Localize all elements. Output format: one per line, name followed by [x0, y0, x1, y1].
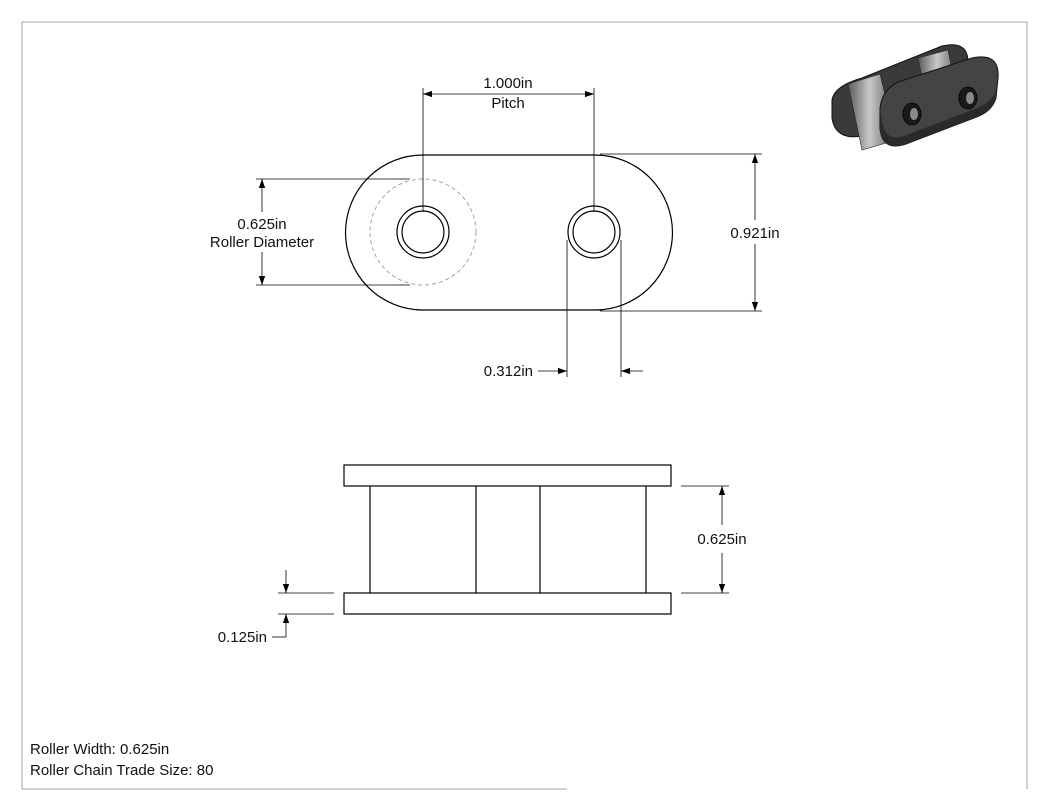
roller-hidden-circle	[369, 178, 477, 286]
plate-thickness-value: 0.125in	[218, 629, 267, 646]
top-view: 1.000in Pitch 0.625in Roller Diameter 0.…	[210, 75, 780, 380]
bottom-side-plate	[343, 592, 672, 615]
trade-size-note: Roller Chain Trade Size: 80	[30, 762, 213, 779]
link-plate-outline	[344, 154, 674, 311]
left-pin-hole	[396, 205, 450, 259]
pitch-dimension: 1.000in Pitch	[422, 75, 595, 212]
plate-height-value: 0.921in	[730, 225, 779, 242]
pitch-value: 1.000in	[483, 75, 532, 92]
top-side-plate	[343, 464, 672, 487]
sheet-border	[21, 21, 1028, 790]
inner-width-dimension: 0.625in	[681, 485, 747, 594]
notes: Roller Width: 0.625in Roller Chain Trade…	[30, 741, 213, 779]
roller-width-note: Roller Width: 0.625in	[30, 741, 169, 758]
roller-diameter-dimension: 0.625in Roller Diameter	[210, 178, 410, 286]
inner-width-value: 0.625in	[697, 531, 746, 548]
roller-chain-link-3d-icon	[831, 44, 999, 151]
plate-height-dimension: 0.921in	[600, 153, 780, 312]
side-view: 0.625in 0.125in	[218, 464, 747, 646]
pin-diameter-value: 0.312in	[484, 363, 533, 380]
pin-diameter-dimension: 0.312in	[484, 240, 643, 380]
roller-diameter-label: Roller Diameter	[210, 234, 314, 251]
right-pin-hole	[567, 205, 621, 259]
plate-thickness-dimension: 0.125in	[218, 570, 334, 646]
roller-diameter-value: 0.625in	[237, 216, 286, 233]
pitch-label: Pitch	[491, 95, 524, 112]
